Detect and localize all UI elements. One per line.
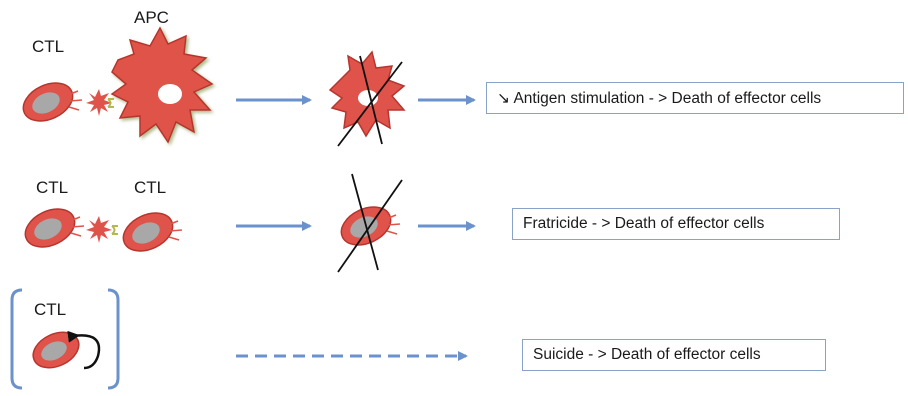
ctl-cell-row3 bbox=[32, 331, 80, 369]
outcome-box-antigen-stimulation: ↘ Antigen stimulation - > Death of effec… bbox=[486, 82, 904, 114]
dead-apc-cell bbox=[328, 50, 406, 147]
bracket-right bbox=[107, 288, 120, 390]
label-ctl-row1: CTL bbox=[32, 37, 65, 56]
row-antigen-stimulation bbox=[22, 26, 476, 147]
label-ctl-row3: CTL bbox=[34, 300, 67, 319]
label-ctl-row2-left: CTL bbox=[36, 178, 69, 197]
granzyme-burst-icon bbox=[86, 216, 112, 243]
ctl-cell-row1 bbox=[22, 82, 83, 122]
row-suicide bbox=[10, 288, 468, 390]
receptor-icon bbox=[107, 98, 114, 108]
outcome-box-fratricide: Fratricide - > Death of effector cells bbox=[512, 208, 840, 240]
dead-ctl-cell bbox=[337, 173, 403, 273]
outcome-box-suicide: Suicide - > Death of effector cells bbox=[522, 339, 826, 371]
receptor-icon bbox=[111, 225, 118, 235]
row-fratricide bbox=[24, 173, 476, 273]
granzyme-burst-icon bbox=[86, 89, 112, 116]
ctl-cell-row2-right bbox=[122, 212, 183, 252]
apc-cell bbox=[110, 26, 214, 144]
label-apc: APC bbox=[134, 8, 169, 27]
ctl-cell-row2-left bbox=[24, 208, 85, 248]
label-ctl-row2-right: CTL bbox=[134, 178, 167, 197]
bracket-left bbox=[10, 288, 23, 390]
self-loop-arrow-icon bbox=[67, 330, 101, 370]
